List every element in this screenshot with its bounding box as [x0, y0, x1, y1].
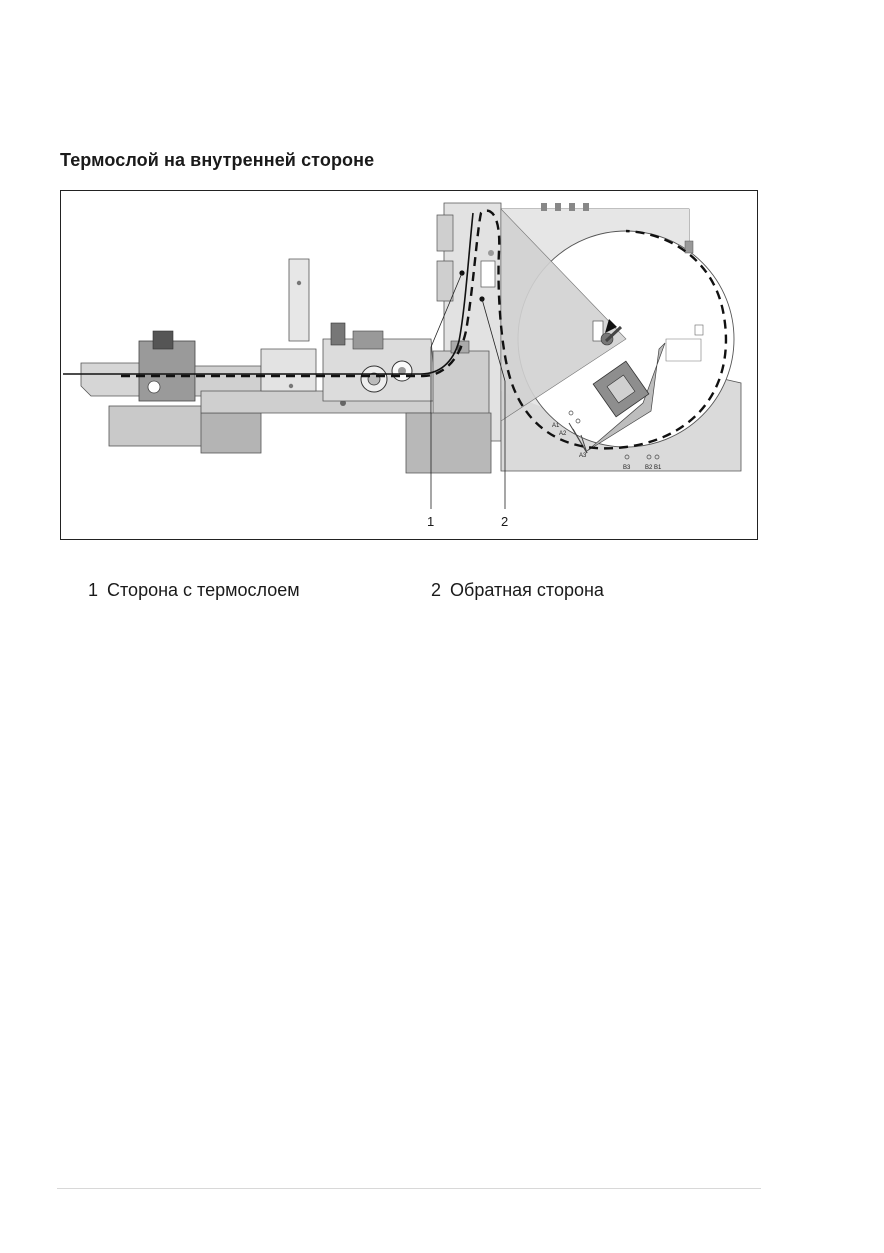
callout-leader-1 — [430, 272, 463, 348]
footer-divider — [57, 1188, 761, 1189]
callout-leader-2 — [481, 298, 506, 382]
page-title: Термослой на внутренней стороне — [60, 150, 375, 170]
slot-label-a2: A2 — [559, 431, 567, 437]
legend-number: 1 — [88, 580, 99, 600]
printer-paper-path-diagram: A1 A2 A3 B3 B2 B1 1 2 — [60, 190, 758, 540]
slot-label-a1: A1 — [552, 423, 560, 429]
reverse-side-path-line — [121, 209, 728, 450]
paper-roll-holder — [500, 203, 742, 472]
callout-number-2: 2 — [501, 514, 508, 529]
thermal-side-path-line — [63, 212, 474, 375]
legend-number: 2 — [431, 580, 442, 600]
slot-label-b2-b1: B2 B1 — [645, 465, 662, 471]
legend-text: Сторона с термослоем — [107, 580, 300, 600]
diagram-svg: A1 A2 A3 B3 B2 B1 1 2 — [63, 202, 742, 529]
width-adjuster-lever — [568, 342, 666, 460]
vertical-frame — [405, 202, 502, 474]
path-arrow-icon — [605, 319, 617, 333]
legend-text: Обратная сторона — [450, 580, 604, 600]
slot-label-b3: B3 — [623, 465, 631, 471]
legend-item-reverse-side: 2 Обратная сторона — [431, 580, 604, 601]
platen-roller — [322, 322, 437, 402]
legend-item-thermal-side: 1 Сторона с термослоем — [88, 580, 300, 601]
callout-number-1: 1 — [427, 514, 434, 529]
slot-label-a3: A3 — [579, 453, 587, 459]
